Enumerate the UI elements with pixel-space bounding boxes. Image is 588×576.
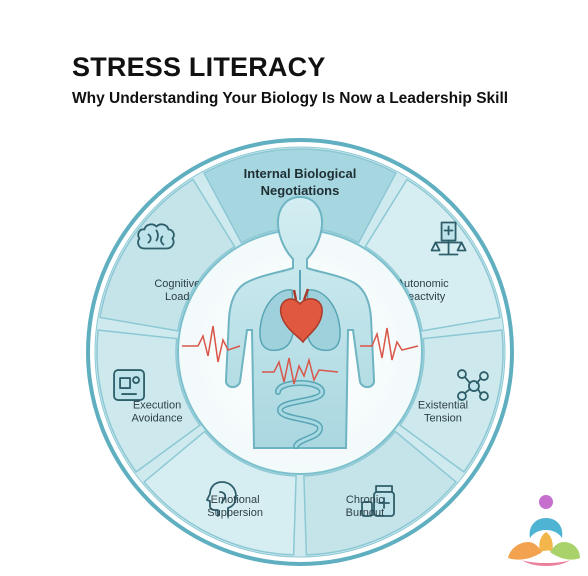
pulse-line-left	[182, 325, 241, 363]
segment-label-line2: Burnout	[346, 507, 385, 519]
segment-label-line1: Cognitive	[154, 278, 200, 290]
segment-emotional-suppersion	[142, 430, 297, 556]
segment-label-line1: Chronic	[346, 494, 384, 506]
center-label-line1: Internal Biological	[244, 166, 357, 181]
lotus-logo	[508, 495, 580, 566]
center-label-line2: Negotiations	[261, 183, 340, 198]
segment-label-line2: Load	[165, 291, 189, 303]
brain-icon	[137, 223, 175, 250]
task-avoidance-icon	[113, 369, 145, 401]
segment-autonomic-reactvity	[364, 178, 501, 332]
segment-label-line2: Suppersion	[207, 507, 263, 519]
head-profile-icon	[206, 481, 237, 517]
segment-label-line1: Emotional	[211, 494, 260, 506]
segment-execution-avoidance	[96, 329, 201, 473]
segment-label-line2: Tension	[424, 412, 462, 424]
segment-label-line1: Execution	[133, 399, 181, 411]
segment-label-line1: Autonomic	[397, 278, 449, 290]
logo-dot	[539, 495, 553, 509]
pulse-line-center	[262, 357, 339, 385]
segment-cognitive-load	[99, 178, 236, 332]
segment-internal-biological-negotiations	[203, 148, 397, 244]
segment-label-line2: Avoidance	[131, 412, 182, 424]
page-subtitle: Why Understanding Your Biology Is Now a …	[72, 90, 509, 107]
pulse-line-right	[360, 327, 419, 361]
page-title: STRESS LITERACY	[72, 52, 326, 82]
scales-hospital-icon	[430, 221, 467, 256]
segment-label-line1: Existential	[418, 399, 468, 411]
segment-existential-tension	[399, 329, 504, 473]
human-body-icon	[224, 195, 376, 449]
network-nodes-icon	[457, 369, 489, 401]
medicine-bottle-icon	[361, 485, 395, 517]
